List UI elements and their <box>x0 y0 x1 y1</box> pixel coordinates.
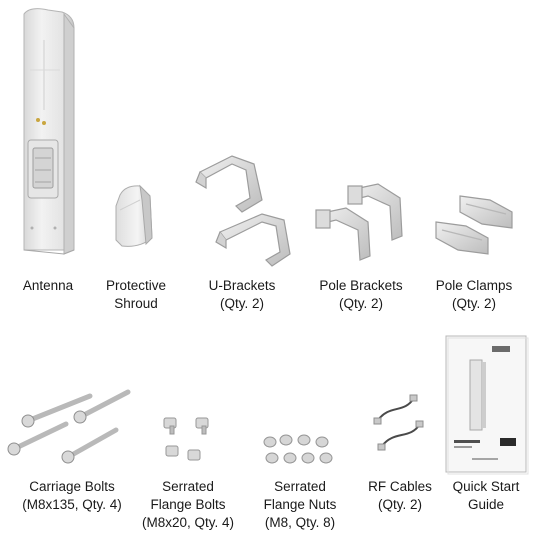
caption-rf-cables-line-1: RF Cables <box>368 479 432 494</box>
u-brackets-image <box>195 155 291 267</box>
antenna-image <box>23 8 75 255</box>
caption-pole-brackets: Pole Brackets (Qty. 2) <box>319 277 402 313</box>
caption-u-brackets: U-Brackets (Qty. 2) <box>209 277 276 313</box>
flange-nuts-image <box>263 434 333 464</box>
caption-shroud: Protective Shroud <box>106 277 166 313</box>
caption-u-brackets-line-1: U-Brackets <box>208 278 276 293</box>
caption-rf-cables-line-2: (Qty. 2) <box>377 497 422 512</box>
caption-pole-clamps: Pole Clamps (Qty. 2) <box>436 277 513 313</box>
caption-shroud-line-2: Shroud <box>114 296 158 311</box>
caption-carriage-bolts-line-2: (M8x135, Qty. 4) <box>22 497 122 512</box>
caption-rf-cables: RF Cables (Qty. 2) <box>368 478 432 514</box>
flange-bolts-image <box>163 417 209 461</box>
caption-pole-clamps-line-2: (Qty. 2) <box>451 296 496 311</box>
caption-flange-nuts: Serrated Flange Nuts (M8, Qty. 8) <box>264 478 337 532</box>
caption-antenna: Antenna <box>23 277 73 295</box>
caption-quick-start-line-1: Quick Start <box>452 479 520 494</box>
pole-brackets-image <box>315 183 403 261</box>
caption-carriage-bolts: Carriage Bolts (M8x135, Qty. 4) <box>22 478 122 514</box>
caption-u-brackets-line-2: (Qty. 2) <box>219 296 265 311</box>
caption-pole-brackets-line-1: Pole Brackets <box>319 278 403 293</box>
quick-start-guide-image <box>445 335 529 475</box>
shroud-image <box>115 184 153 247</box>
caption-flange-bolts-line-2: Flange Bolts <box>150 497 226 512</box>
caption-flange-bolts: Serrated Flange Bolts (M8x20, Qty. 4) <box>142 478 234 532</box>
caption-quick-start-line-2: Guide <box>467 497 505 512</box>
caption-flange-nuts-line-1: Serrated <box>274 479 326 494</box>
caption-carriage-bolts-line-1: Carriage Bolts <box>29 479 115 494</box>
caption-quick-start: Quick Start Guide <box>453 478 520 514</box>
pole-clamps-image <box>435 195 513 255</box>
caption-flange-bolts-line-1: Serrated <box>162 479 214 494</box>
rf-cables-image <box>373 394 424 451</box>
caption-flange-bolts-line-3: (M8x20, Qty. 4) <box>141 515 235 530</box>
caption-antenna-line-1: Antenna <box>22 278 74 293</box>
caption-pole-brackets-line-2: (Qty. 2) <box>338 296 384 311</box>
caption-pole-clamps-line-1: Pole Clamps <box>435 278 513 293</box>
carriage-bolts-image <box>7 389 131 464</box>
caption-flange-nuts-line-3: (M8, Qty. 8) <box>264 515 336 530</box>
caption-flange-nuts-line-2: Flange Nuts <box>263 497 337 512</box>
caption-shroud-line-1: Protective <box>105 278 167 293</box>
